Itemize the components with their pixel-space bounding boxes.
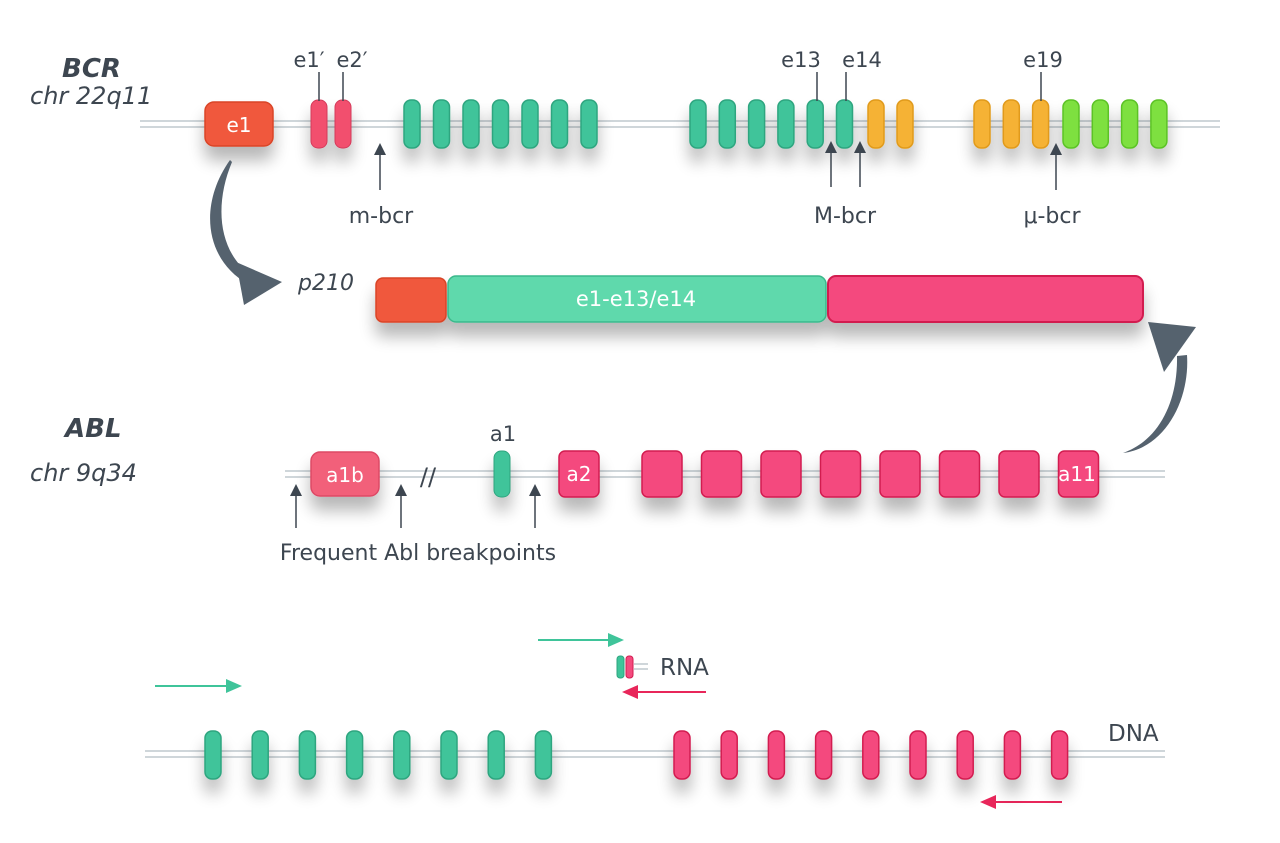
- dna-exon-abl: [814, 730, 833, 780]
- bcr-exon: [1091, 99, 1110, 149]
- fusion-segment-label: e1-e13/e14: [576, 287, 696, 311]
- bcr-breakpoint-arrows: [374, 141, 1062, 190]
- dna-exon-abl: [956, 730, 974, 780]
- exon-e1: [204, 101, 274, 147]
- bcr-exon-group-3: [973, 99, 1168, 149]
- bcr-chromosome-label: chr 22q11: [30, 82, 152, 110]
- dna-exon-abl: [720, 730, 738, 780]
- m-bcr-label: m-bcr: [349, 204, 414, 229]
- exon-a1b: [310, 451, 380, 497]
- bcr-exon: [491, 99, 510, 149]
- bcr-exon: [867, 99, 885, 149]
- fusion-segment-bcr: [447, 275, 827, 323]
- bcr-exon: [973, 99, 991, 149]
- bcr-exon: [432, 99, 451, 149]
- bcr-exon-group-2: [689, 99, 914, 149]
- curved-arrow-abl-to-p210: [1123, 322, 1196, 453]
- p210-fusion-bar: [375, 275, 1144, 323]
- dna-exon-bcr: [204, 730, 222, 780]
- bcr-exon: [777, 99, 795, 149]
- abl-gene-label: ABL: [63, 414, 122, 444]
- exon-e1-label: e1: [226, 113, 251, 137]
- bcr-exon: [1120, 99, 1139, 149]
- bcr-exon: [521, 99, 539, 149]
- exon-a1-label: a1: [490, 422, 516, 446]
- abl-exon: [998, 450, 1040, 498]
- mu-bcr-label: μ-bcr: [1023, 204, 1081, 229]
- dna-exon-bcr: [487, 730, 505, 780]
- bcr-exon: [896, 99, 914, 149]
- rna-transcript: [616, 655, 648, 679]
- exon-a1: [493, 450, 511, 498]
- abl-exon: [700, 450, 743, 498]
- dna-exon-bcr: [534, 730, 553, 780]
- bcr-exon: [1002, 99, 1021, 149]
- abl-exon: [760, 450, 802, 498]
- abl-chromosome-label: chr 9q34: [30, 459, 137, 487]
- abl-breakpoint-arrows: [290, 484, 541, 528]
- dna-exon-abl: [1003, 730, 1022, 780]
- bcr-exons: [204, 99, 1168, 149]
- bcr-gene-label: BCR: [62, 54, 121, 84]
- bcr-exon: [835, 99, 854, 149]
- bcr-exon: [580, 99, 598, 149]
- M-bcr-label: M-bcr: [814, 204, 877, 229]
- chromosome-break-mark: //: [420, 463, 437, 491]
- exon-a11-label: a11: [1058, 462, 1096, 486]
- label-e14: e14: [842, 48, 882, 72]
- dna-exon-abl: [673, 730, 691, 780]
- bcr-exon: [747, 99, 766, 149]
- dna-exon-abl: [767, 730, 786, 780]
- fusion-segment-e1: [375, 277, 447, 323]
- dna-exon-abl: [1050, 730, 1069, 780]
- abl-exons: [310, 450, 1100, 498]
- abl-exon: [1057, 450, 1100, 498]
- dna-exon-abl: [862, 730, 880, 780]
- abl-exon: [938, 450, 981, 498]
- exon-e2-prime: [334, 99, 352, 149]
- abl-exon: [641, 450, 683, 498]
- dna-exon-bcr: [393, 730, 411, 780]
- dna-exons: [204, 730, 1069, 780]
- p210-label: p210: [297, 271, 354, 296]
- bcr-exon: [718, 99, 737, 149]
- fusion-segment-abl: [827, 275, 1144, 323]
- dna-exon-bcr: [298, 730, 317, 780]
- dna-label: DNA: [1108, 721, 1159, 747]
- curved-arrow-bcr-to-p210: [210, 160, 282, 305]
- bcr-exon: [689, 99, 707, 149]
- abl-exon-group: [641, 450, 1100, 498]
- bcr-exon: [1062, 99, 1080, 149]
- abl-breakpoints-label: Frequent Abl breakpoints: [280, 541, 556, 566]
- exon-a2-label: a2: [567, 462, 592, 486]
- dna-exon-bcr: [251, 730, 269, 780]
- label-e2-prime: e2′: [336, 48, 367, 72]
- bcr-exon: [1150, 99, 1168, 149]
- label-e13: e13: [781, 48, 821, 72]
- exon-a1b-label: a1b: [326, 463, 364, 487]
- exon-e1-prime: [310, 99, 328, 149]
- dna-exon-bcr: [440, 730, 458, 780]
- dna-exon-abl: [909, 730, 927, 780]
- bcr-exon: [403, 99, 421, 149]
- rna-label: RNA: [660, 655, 709, 681]
- rna-exon-bcr: [616, 655, 625, 679]
- dna-exon-group-abl: [673, 730, 1069, 780]
- label-e19: e19: [1023, 48, 1063, 72]
- bcr-exon: [1031, 99, 1050, 149]
- bcr-exon-group-1: [403, 99, 598, 149]
- exon-a2: [558, 450, 600, 498]
- dna-exon-bcr: [345, 730, 364, 780]
- primer-arrows: [155, 633, 1062, 809]
- label-e1-prime: e1′: [293, 48, 324, 72]
- dna-exon-group-bcr: [204, 730, 553, 780]
- abl-exon: [879, 450, 921, 498]
- bcr-exon: [806, 99, 824, 149]
- bcr-chromosome-line: [140, 120, 1220, 128]
- bcr-exon: [550, 99, 569, 149]
- bcr-exon: [462, 99, 480, 149]
- abl-exon: [819, 450, 862, 498]
- rna-exon-abl: [625, 655, 634, 679]
